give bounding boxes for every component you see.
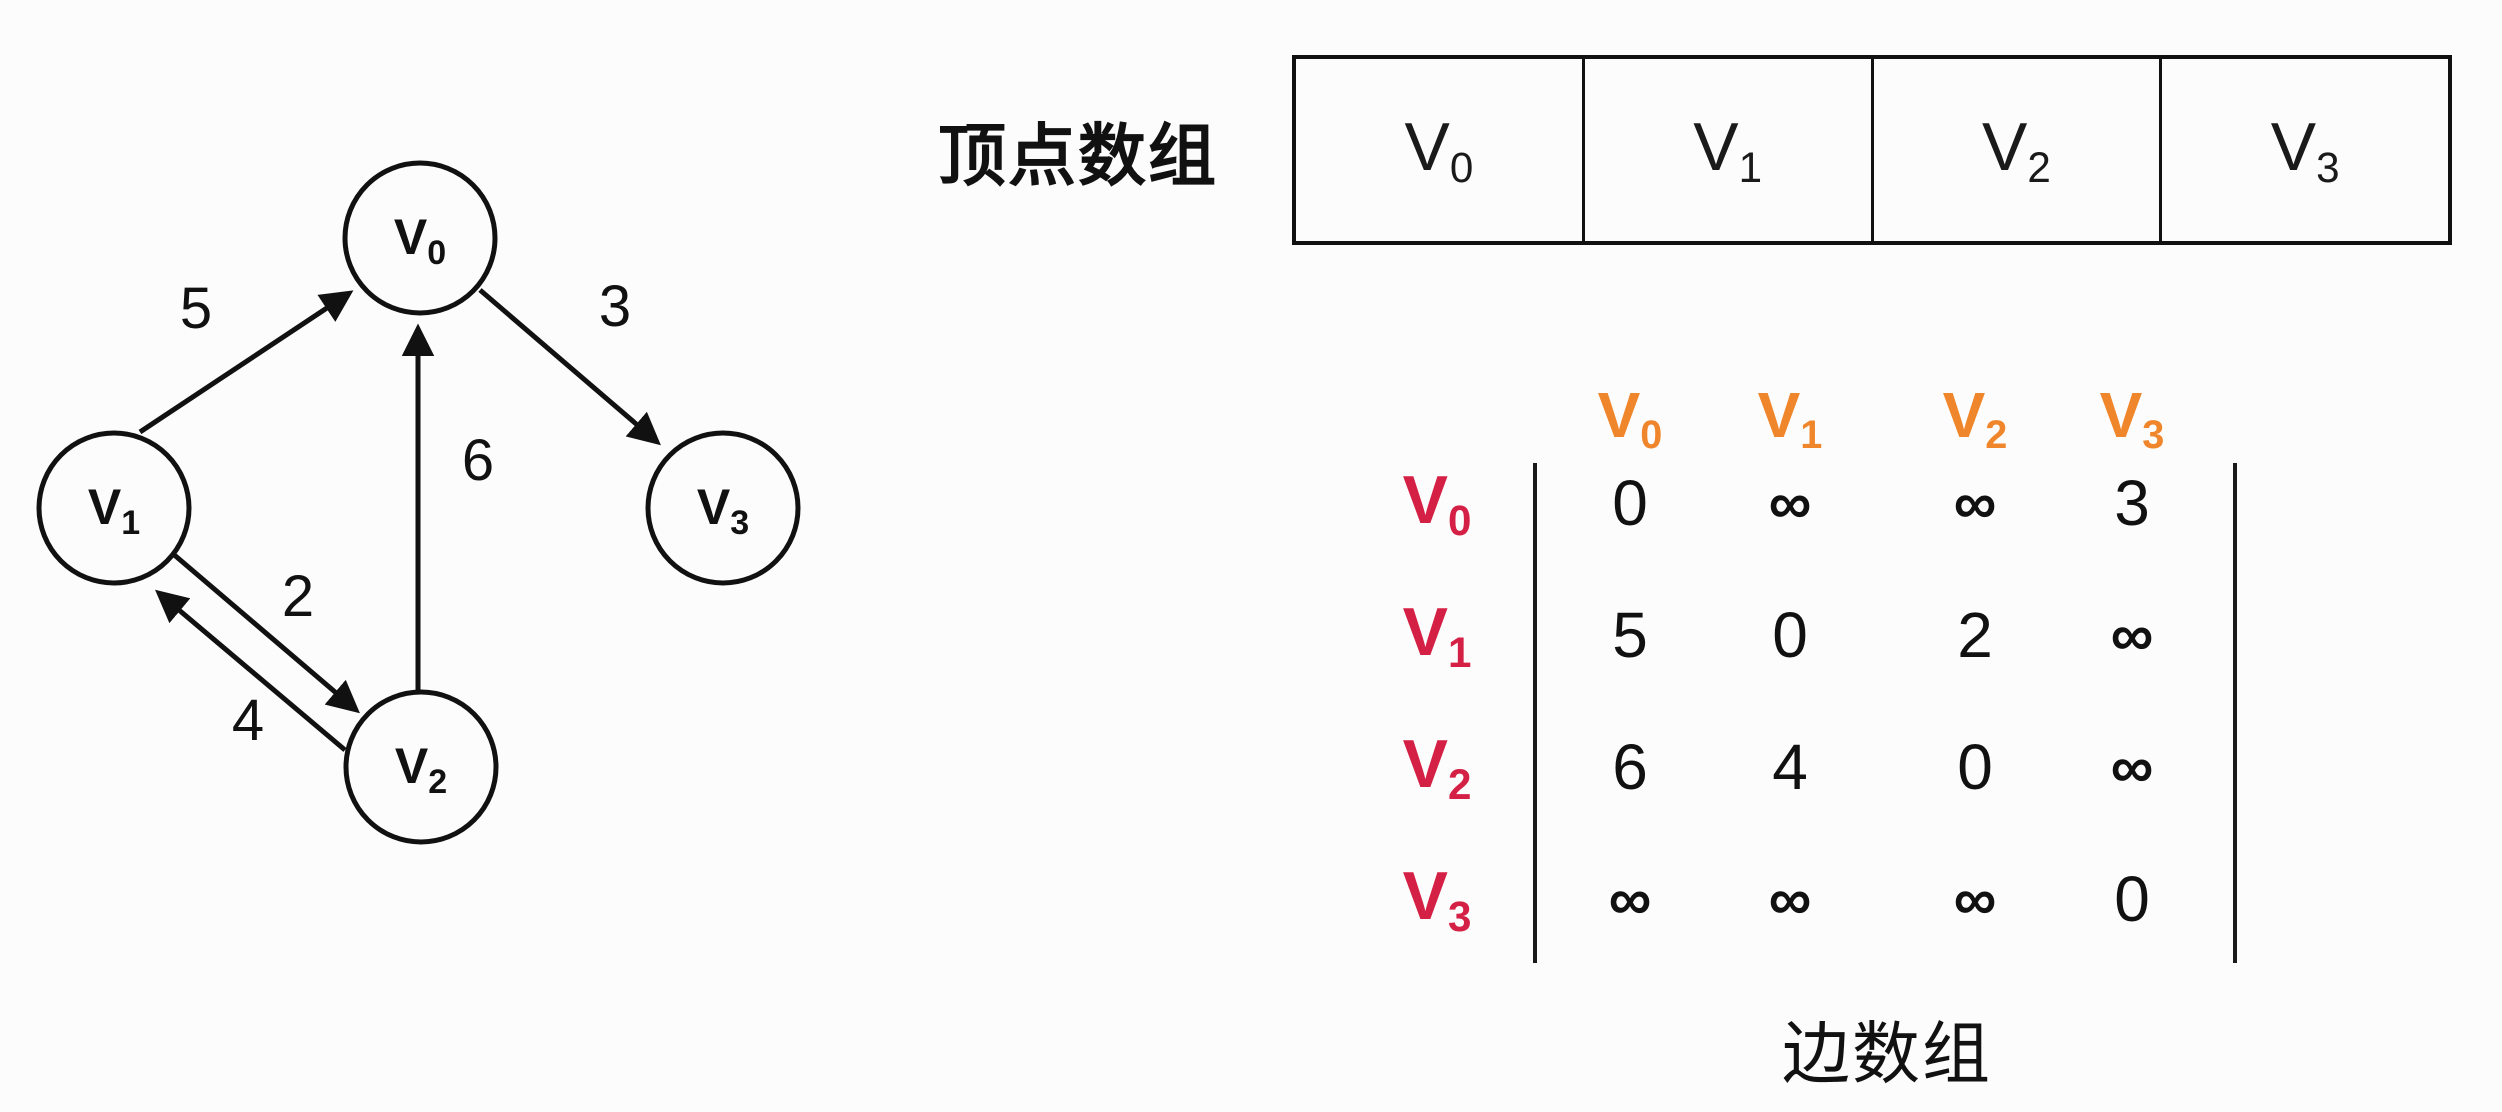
edge-v1-to-v2: [170, 551, 360, 714]
edge-weight-label: 6: [462, 428, 494, 493]
edge-weight-label: 4: [232, 688, 264, 753]
matrix-cell-r1-c3: ∞: [2110, 601, 2154, 669]
matrix-cell-r0-c2: ∞: [1953, 469, 1997, 537]
matrix-cell-r2-c1: 4: [1772, 731, 1808, 803]
matrix-row-header-v1: V1: [1402, 594, 1472, 676]
edge-weight-label: 5: [180, 276, 212, 341]
graph-node-v1: [36, 430, 192, 586]
matrix-cell-r2-c3: ∞: [2110, 733, 2154, 801]
matrix-cell-r0-c1: ∞: [1768, 469, 1812, 537]
edge-v1-to-v0: [138, 290, 354, 435]
matrix-row-header-v2: V2: [1402, 726, 1472, 808]
vertex-cell-v0: V0: [1404, 109, 1474, 191]
graph-node-v0: [342, 160, 498, 316]
matrix-cell-r3-c0: ∞: [1608, 865, 1652, 933]
matrix-cell-r1-c1: 0: [1772, 599, 1808, 671]
graph-node-v3: [645, 430, 801, 586]
matrix-right-bar: [2233, 463, 2237, 963]
matrix-row-header-v0: V0: [1402, 462, 1472, 544]
matrix-cell-r2-c0: 6: [1612, 731, 1648, 803]
matrix-cell-r3-c2: ∞: [1953, 865, 1997, 933]
vertex-cell-v1: V1: [1581, 59, 1871, 241]
matrix-left-bar: [1533, 463, 1537, 963]
vertex-cell-v3: V3: [2159, 59, 2448, 241]
matrix-cell-r1-c0: 5: [1612, 599, 1648, 671]
edge-weight-label: 2: [282, 564, 314, 629]
vertex-array-title: 顶点数组: [937, 118, 1219, 195]
matrix-cell-r0-c0: 0: [1612, 467, 1648, 539]
vertex-cell-v2: V2: [1870, 59, 2160, 241]
edge-v2-to-v1: [155, 589, 347, 752]
matrix-col-header-v1: V1: [1757, 378, 1823, 458]
matrix-cell-r1-c2: 2: [1957, 599, 1993, 671]
matrix-cell-r3-c1: ∞: [1768, 865, 1812, 933]
matrix-cell-r3-c3: 0: [2114, 863, 2150, 935]
matrix-cell-r0-c3: 3: [2114, 467, 2150, 539]
edge-weight-label: 3: [599, 274, 631, 339]
graph-node-v2: [343, 689, 499, 845]
edge-v0-to-v3: [478, 288, 661, 446]
matrix-cell-r2-c2: 0: [1957, 731, 1993, 803]
matrix-col-header-v0: V0: [1597, 378, 1663, 458]
matrix-row-header-v3: V3: [1402, 858, 1472, 940]
matrix-col-header-v3: V3: [2099, 378, 2165, 458]
edge-array-caption: 边数组: [1781, 1016, 1993, 1093]
matrix-col-header-v2: V2: [1942, 378, 2008, 458]
